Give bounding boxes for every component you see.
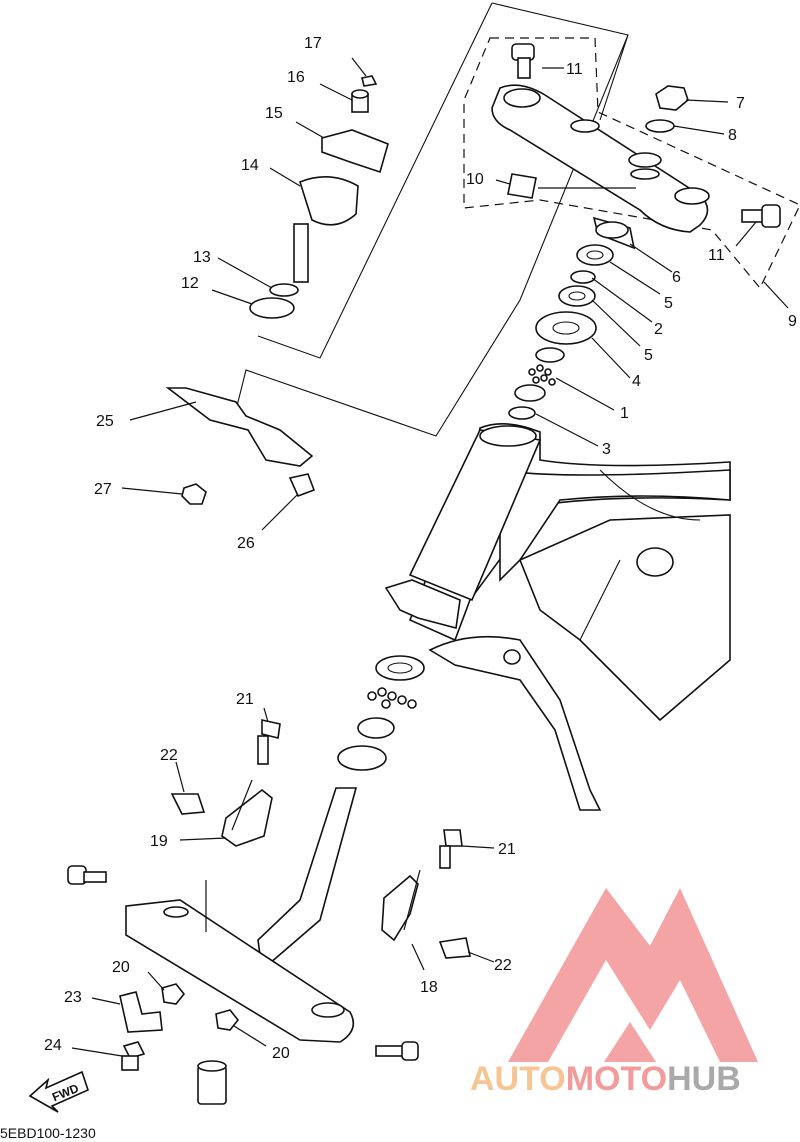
bolt-21-left [257, 719, 281, 765]
logo-word-moto: MOTO [566, 1060, 667, 1098]
ring-nut-5-lower [558, 285, 596, 307]
stem-nut-lower [197, 1060, 227, 1105]
callout-21-right: 21 [498, 841, 516, 858]
callout-13: 13 [193, 249, 211, 266]
callout-5-upper: 5 [664, 295, 673, 312]
holder-cap-15 [321, 129, 389, 174]
callout-22-right: 22 [494, 957, 512, 974]
callout-11-side: 11 [708, 247, 725, 264]
washer-8 [645, 119, 675, 133]
callout-9: 9 [788, 313, 797, 330]
leader-lines [71, 57, 789, 1057]
callout-16: 16 [287, 69, 305, 86]
callout-22-left: 22 [160, 747, 178, 764]
logo-word-hub: HUB [667, 1060, 741, 1098]
callout-4: 4 [632, 373, 641, 390]
callout-10: 10 [466, 171, 484, 188]
fwd-arrow-icon: FWD [28, 1070, 89, 1113]
upper-bracket [491, 84, 710, 233]
callout-8: 8 [728, 127, 737, 144]
clip-22-right [438, 937, 471, 959]
nut-7 [655, 85, 689, 111]
callout-2: 2 [654, 321, 663, 338]
callout-21-left: 21 [236, 691, 254, 708]
drawing-code: 5EBD100-1230 [0, 1125, 96, 1141]
damper-12 [249, 297, 295, 319]
steering-frame [384, 423, 731, 811]
bolt-rear [375, 1041, 419, 1061]
callout-15: 15 [265, 105, 283, 122]
bracket-19 [221, 788, 273, 847]
lower-holder-14 [293, 176, 359, 283]
callout-27: 27 [94, 481, 112, 498]
callout-1: 1 [620, 405, 629, 422]
washer-13 [269, 283, 299, 297]
head-bearing-lower [337, 655, 425, 771]
callout-25: 25 [96, 413, 114, 430]
bolt-16 [351, 89, 369, 113]
callout-20-right: 20 [272, 1045, 290, 1062]
bolt-11-side [741, 204, 781, 228]
callout-12: 12 [181, 275, 199, 292]
handlebar-holder-group-outline [235, 2, 629, 437]
cap-17 [361, 75, 378, 87]
callout-26: 26 [237, 535, 255, 552]
callout-labels: 17 16 15 14 13 12 11 7 8 10 11 9 6 5 2 5… [44, 35, 797, 1062]
callout-23: 23 [64, 989, 82, 1006]
clip-22-left [170, 793, 206, 815]
callout-6: 6 [672, 269, 681, 286]
emblem-label [507, 173, 537, 199]
steering-stem [257, 787, 358, 972]
clip-26 [288, 473, 316, 498]
cable-guide-25 [165, 387, 314, 467]
automotohub-logo: AUTOMOTOHUB [470, 888, 758, 1098]
under-bracket [125, 899, 355, 1043]
ring-nut-5-upper [576, 244, 614, 266]
callout-17: 17 [304, 35, 322, 52]
bolt-24 [121, 1041, 146, 1071]
callout-20-left: 20 [112, 959, 130, 976]
bolt-11-upper [511, 43, 535, 79]
callout-19: 19 [150, 833, 168, 850]
callout-14: 14 [241, 157, 259, 174]
callout-24: 24 [44, 1037, 62, 1054]
washer-2 [570, 270, 596, 284]
callout-18: 18 [420, 979, 438, 996]
nut-27 [181, 483, 207, 505]
seal-3 [508, 406, 536, 420]
bolt-21-right [439, 829, 463, 869]
bolt-front [67, 865, 107, 885]
nut-20-right [215, 1009, 240, 1031]
bearing-race-1 [514, 347, 565, 402]
callout-7: 7 [736, 95, 745, 112]
callout-5-lower: 5 [644, 347, 653, 364]
upper-bracket-group-outline [463, 37, 800, 290]
svg-text:AUTOMOTOHUB: AUTOMOTOHUB [470, 1060, 741, 1098]
cover-4 [535, 311, 597, 345]
bracket-18 [381, 874, 419, 942]
logo-word-auto: AUTO [470, 1060, 566, 1098]
nut-20-left [161, 983, 186, 1005]
lock-washer-6 [592, 216, 636, 250]
callout-3: 3 [602, 441, 611, 458]
callout-11-upper: 11 [566, 61, 583, 78]
clip-23 [119, 991, 163, 1033]
